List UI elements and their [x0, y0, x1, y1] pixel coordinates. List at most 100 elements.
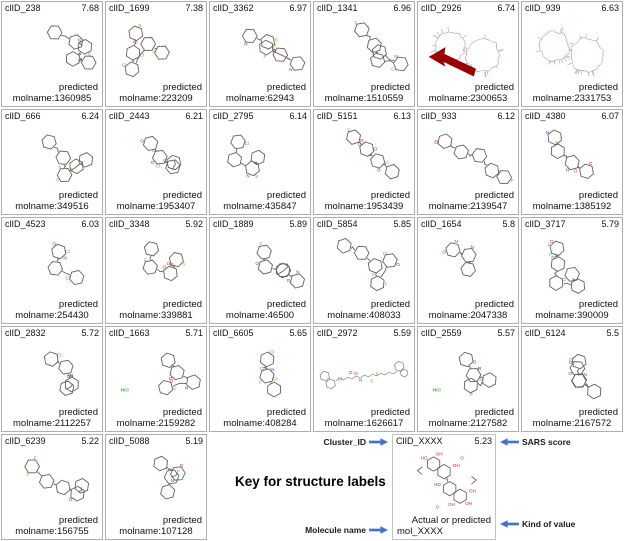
- molecule-name: molname:339881: [119, 309, 193, 321]
- annotation-sars-score: SARS score: [500, 437, 571, 447]
- svg-text:HCl: HCl: [121, 387, 129, 392]
- cluster-id: clID_5088: [109, 435, 150, 446]
- svg-text:F: F: [170, 263, 173, 268]
- svg-text:N: N: [246, 174, 249, 179]
- svg-text:S: S: [273, 43, 276, 48]
- sars-score: 6.13: [393, 111, 411, 122]
- sars-score: 5.89: [289, 219, 307, 230]
- annotation-sars-score-label: SARS score: [522, 436, 571, 447]
- svg-text:Cl: Cl: [122, 63, 126, 68]
- cluster-id: clID_5151: [317, 111, 358, 122]
- annotation-kind-of-value: Kind of value: [500, 519, 575, 529]
- svg-text:OH: OH: [436, 451, 443, 456]
- sars-score: 5.59: [393, 327, 411, 338]
- kind-of-value: predicted: [474, 298, 514, 310]
- svg-text:HCl: HCl: [433, 387, 441, 392]
- svg-text:S: S: [370, 378, 373, 383]
- svg-text:O: O: [434, 140, 438, 145]
- molecule-structure: [535, 27, 605, 77]
- kind-of-value: predicted: [162, 298, 202, 310]
- annotation-molecule-name: Molecule name: [209, 525, 388, 535]
- cluster-id: clID_666: [5, 111, 41, 122]
- svg-text:N: N: [271, 367, 274, 372]
- svg-text:Cl: Cl: [155, 164, 159, 169]
- svg-text:S: S: [182, 262, 185, 267]
- svg-text:O: O: [436, 504, 440, 509]
- molecule-name: molname:1360985: [12, 93, 92, 105]
- card-header: clID_5088 5.19: [106, 435, 206, 446]
- svg-text:O: O: [377, 167, 381, 172]
- svg-text:O: O: [349, 370, 353, 375]
- svg-text:N: N: [566, 168, 569, 173]
- sars-score: 5.92: [185, 219, 203, 230]
- kind-of-value: predicted: [578, 298, 618, 310]
- svg-text:Cl: Cl: [384, 160, 388, 165]
- sars-score: 5.8: [502, 219, 515, 230]
- cluster-id: clID_5854: [317, 219, 358, 230]
- cluster-id: clID_6239: [5, 435, 46, 446]
- molecule-name: molname:1385192: [532, 201, 612, 213]
- cluster-id: clID_3362: [213, 3, 254, 13]
- annotation-kind-of-value-label: Kind of value: [522, 518, 576, 529]
- sars-score: 6.63: [601, 3, 619, 13]
- kind-of-value: predicted: [266, 82, 306, 94]
- molecule-name: molname:390009: [535, 309, 609, 321]
- svg-text:S: S: [347, 128, 350, 133]
- cluster-id: clID_2795: [213, 111, 254, 122]
- svg-text:O: O: [162, 265, 166, 270]
- cluster-id: clID_2559: [421, 327, 462, 338]
- svg-text:OH: OH: [465, 501, 472, 506]
- molecule-name: molname:223209: [119, 93, 193, 105]
- svg-text:Cl: Cl: [163, 158, 167, 163]
- svg-text:F: F: [177, 469, 180, 474]
- cluster-id: clID_6124: [525, 327, 566, 338]
- molecule-name: molname:1953407: [116, 201, 196, 213]
- svg-text:N: N: [289, 67, 292, 72]
- svg-text:F: F: [569, 357, 572, 362]
- cluster-id: clID_1699: [109, 3, 150, 13]
- molecule-structure: OSF: [24, 456, 90, 502]
- key-area: Key for structure labels ClID_XXXX 5.23 …: [209, 433, 623, 540]
- svg-text:O: O: [170, 378, 174, 383]
- sars-score: 5.71: [185, 327, 203, 338]
- svg-text:N: N: [478, 366, 481, 371]
- svg-text:S: S: [69, 373, 72, 378]
- svg-text:O: O: [140, 139, 144, 144]
- svg-text:O: O: [550, 240, 554, 245]
- svg-text:S: S: [555, 140, 558, 145]
- svg-text:N: N: [70, 373, 73, 378]
- svg-text:N: N: [185, 385, 188, 390]
- svg-text:F: F: [511, 178, 514, 183]
- sars-score: 6.03: [81, 219, 99, 230]
- left-arrow-icon: [500, 437, 519, 446]
- molecule-name: molname:349516: [15, 201, 89, 213]
- svg-text:O: O: [473, 359, 477, 364]
- svg-text:O: O: [480, 376, 484, 381]
- cluster-id: clID_2832: [5, 327, 46, 338]
- key-cluster-id: ClID_XXXX: [396, 435, 443, 446]
- sars-score: 5.19: [185, 435, 203, 446]
- sars-score: 5.79: [601, 219, 619, 230]
